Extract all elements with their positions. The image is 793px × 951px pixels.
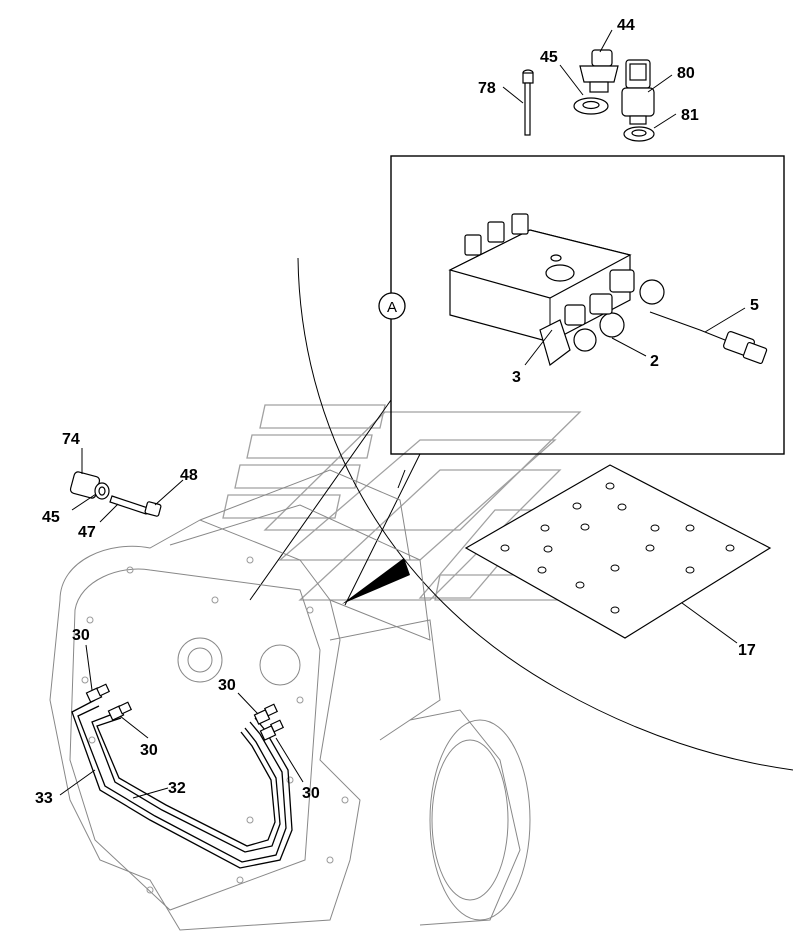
callout-2: 2: [650, 353, 659, 370]
plate-17: [464, 464, 772, 639]
callout-5: 5: [750, 297, 759, 314]
callout-44: 44: [617, 17, 635, 34]
callout-45-left: 45: [42, 509, 60, 526]
callout-45-top: 45: [540, 49, 558, 66]
plug-74: [69, 471, 110, 500]
pin-47-48: [109, 495, 162, 517]
callout-47: 47: [78, 524, 96, 541]
callout-80: 80: [677, 65, 695, 82]
detail-pointer-lines: [249, 399, 421, 606]
bolt-78: [522, 69, 534, 136]
callout-81: 81: [681, 107, 699, 124]
callout-30-a: 30: [72, 627, 90, 644]
leader-lines: [59, 29, 746, 799]
detail-pointer-wedge: [342, 558, 410, 604]
callout-33: 33: [35, 790, 53, 807]
callout-78: 78: [478, 80, 496, 97]
detail-callout-a: A: [387, 299, 397, 316]
callout-30-d: 30: [302, 785, 320, 802]
callout-3: 3: [512, 369, 521, 386]
washer-81: [623, 126, 655, 142]
callout-30-b: 30: [140, 742, 158, 759]
pressure-switch-44: [579, 49, 619, 93]
detail-callout-circle: [378, 292, 406, 320]
callout-30-c: 30: [218, 677, 236, 694]
transmission-housing: [49, 469, 531, 931]
callout-32: 32: [168, 780, 186, 797]
detail-circle-arc: [297, 257, 793, 771]
fittings-30: [85, 683, 285, 741]
callout-48: 48: [180, 467, 198, 484]
hydraulic-lines: [71, 699, 293, 869]
pointer-tick: [397, 469, 406, 489]
sensor-80: [621, 59, 655, 125]
callout-74: 74: [62, 431, 80, 448]
callout-17: 17: [738, 642, 756, 659]
washer-45-top: [573, 97, 609, 115]
control-valve-block: [448, 213, 768, 367]
